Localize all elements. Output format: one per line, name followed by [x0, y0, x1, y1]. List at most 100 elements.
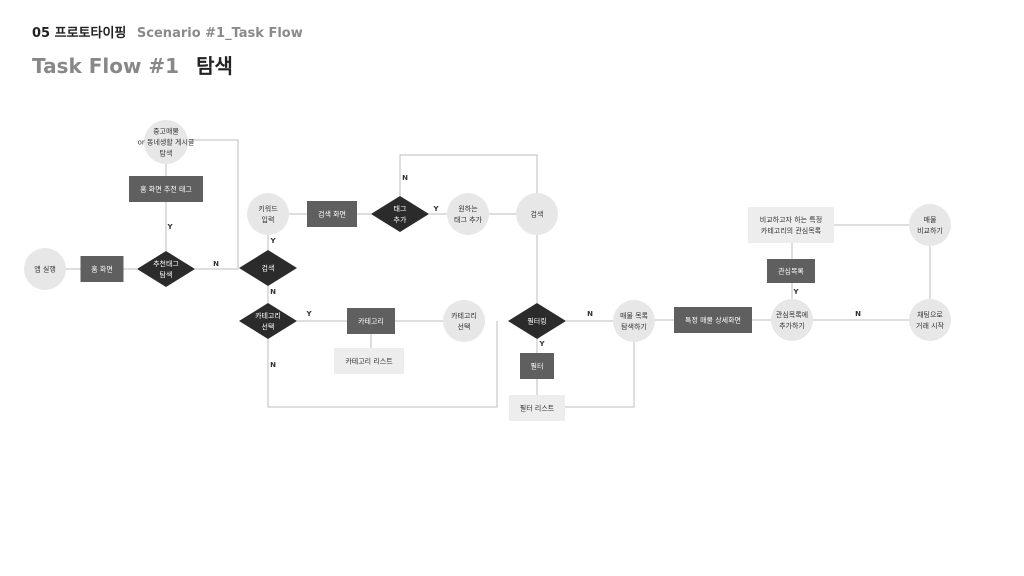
connector-line: [565, 342, 635, 408]
node-label: 추가하기: [779, 321, 805, 330]
node-label: 태그: [394, 205, 407, 213]
node-box-shape: [129, 176, 203, 202]
connector-line: [267, 321, 498, 408]
page-title-ko: 탐색: [196, 54, 233, 78]
node-category-box: 카테고리: [347, 308, 395, 334]
section-title: 05 프로토타이핑: [32, 26, 127, 41]
node-circle-shape: [516, 193, 558, 235]
page-title: Task Flow #1 탐색: [32, 50, 233, 79]
node-box-shape: [334, 348, 404, 374]
node-circle-shape: [771, 299, 813, 341]
node-label: 비교하기: [917, 226, 943, 235]
branch-yes-label: Y: [166, 223, 173, 231]
node-label: 탐색: [160, 270, 173, 279]
node-label: 필터링: [527, 317, 546, 326]
node-label: 매물: [924, 216, 937, 224]
node-label: 카테고리 리스트: [345, 357, 393, 366]
node-label: 카테고리: [358, 317, 384, 326]
node-label: 앱 실행: [34, 265, 56, 274]
node-label: 검색 화면: [318, 210, 346, 219]
branch-yes-label: Y: [305, 310, 312, 318]
node-label: 키워드: [258, 204, 278, 213]
connector-line: [188, 139, 239, 268]
node-box-shape: [80, 256, 124, 282]
branch-no-label: N: [587, 310, 593, 318]
node-circle-shape: [24, 248, 66, 290]
decision-diamond-shape: [508, 303, 566, 339]
node-box-shape: [347, 308, 395, 334]
node-circle-shape: [613, 300, 655, 342]
scenario-title: Scenario #1_Task Flow: [136, 26, 303, 41]
node-label: 선택: [458, 322, 471, 331]
node-label: 선택: [262, 322, 275, 331]
node-circle-shape: [247, 193, 289, 235]
node-label: 태그 추가: [454, 215, 483, 224]
branch-yes-label: Y: [432, 205, 439, 213]
node-label: 카테고리: [451, 311, 477, 320]
flow-connectors: [66, 139, 931, 408]
node-search-decision: 검색: [239, 250, 297, 286]
node-label: 카테고리: [255, 311, 281, 320]
section-header: 05 프로토타이핑 Scenario #1_Task Flow: [32, 22, 303, 41]
decision-diamond-shape: [239, 250, 297, 286]
node-app-launch: 앱 실행: [24, 248, 66, 290]
branch-no-label: N: [855, 310, 861, 318]
node-label: 채팅으로: [917, 310, 943, 319]
connector-line: [399, 154, 538, 196]
node-label: 탐색: [160, 149, 173, 158]
node-search-screen: 검색 화면: [307, 201, 357, 227]
node-circle-shape: [447, 193, 489, 235]
branch-no-label: N: [213, 260, 219, 268]
node-filter-box: 필터: [520, 353, 554, 379]
branch-no-label: N: [270, 288, 276, 296]
node-box-shape: [509, 395, 565, 421]
node-box-shape: [307, 201, 357, 227]
node-circle-shape: [909, 204, 951, 246]
node-home: 홈 화면: [80, 256, 124, 282]
node-label: 검색: [262, 264, 275, 273]
node-label: 관심목록에: [776, 310, 808, 319]
node-watchlist-box: 관심목록: [767, 259, 815, 283]
node-label: 거래 시작: [916, 321, 945, 330]
node-label: 입력: [262, 216, 275, 224]
node-circle-shape: [144, 120, 188, 164]
node-label: 중고매물: [153, 128, 179, 136]
decision-diamond-shape: [137, 251, 195, 287]
branch-no-label: N: [270, 361, 276, 369]
node-filtering-decision: 필터링: [508, 303, 566, 339]
node-item-detail: 특정 매물 상세화면: [674, 307, 752, 333]
branch-no-label: N: [402, 174, 408, 182]
node-search-circle: 검색: [516, 193, 558, 235]
node-category-list: 카테고리 리스트: [334, 348, 404, 374]
node-label: 필터 리스트: [520, 404, 555, 413]
decision-diamond-shape: [239, 303, 297, 339]
node-label: 추천태그: [153, 259, 179, 268]
branch-yes-label: Y: [269, 237, 276, 245]
node-circle-shape: [443, 300, 485, 342]
node-circle-shape: [909, 299, 951, 341]
node-label: 추가: [394, 215, 407, 224]
node-box-shape: [748, 207, 834, 243]
node-filter-list: 필터 리스트: [509, 395, 565, 421]
node-box-shape: [674, 307, 752, 333]
page-title-en: Task Flow #1: [32, 54, 180, 78]
node-label: or 동네생활 게시글: [138, 138, 195, 147]
node-label: 홈 화면: [91, 265, 113, 274]
node-label: 필터: [531, 362, 544, 371]
node-label: 탐색하기: [621, 322, 647, 331]
node-box-shape: [520, 353, 554, 379]
node-label: 카테고리의 관심목록: [761, 226, 822, 235]
node-label: 원하는: [458, 204, 478, 213]
